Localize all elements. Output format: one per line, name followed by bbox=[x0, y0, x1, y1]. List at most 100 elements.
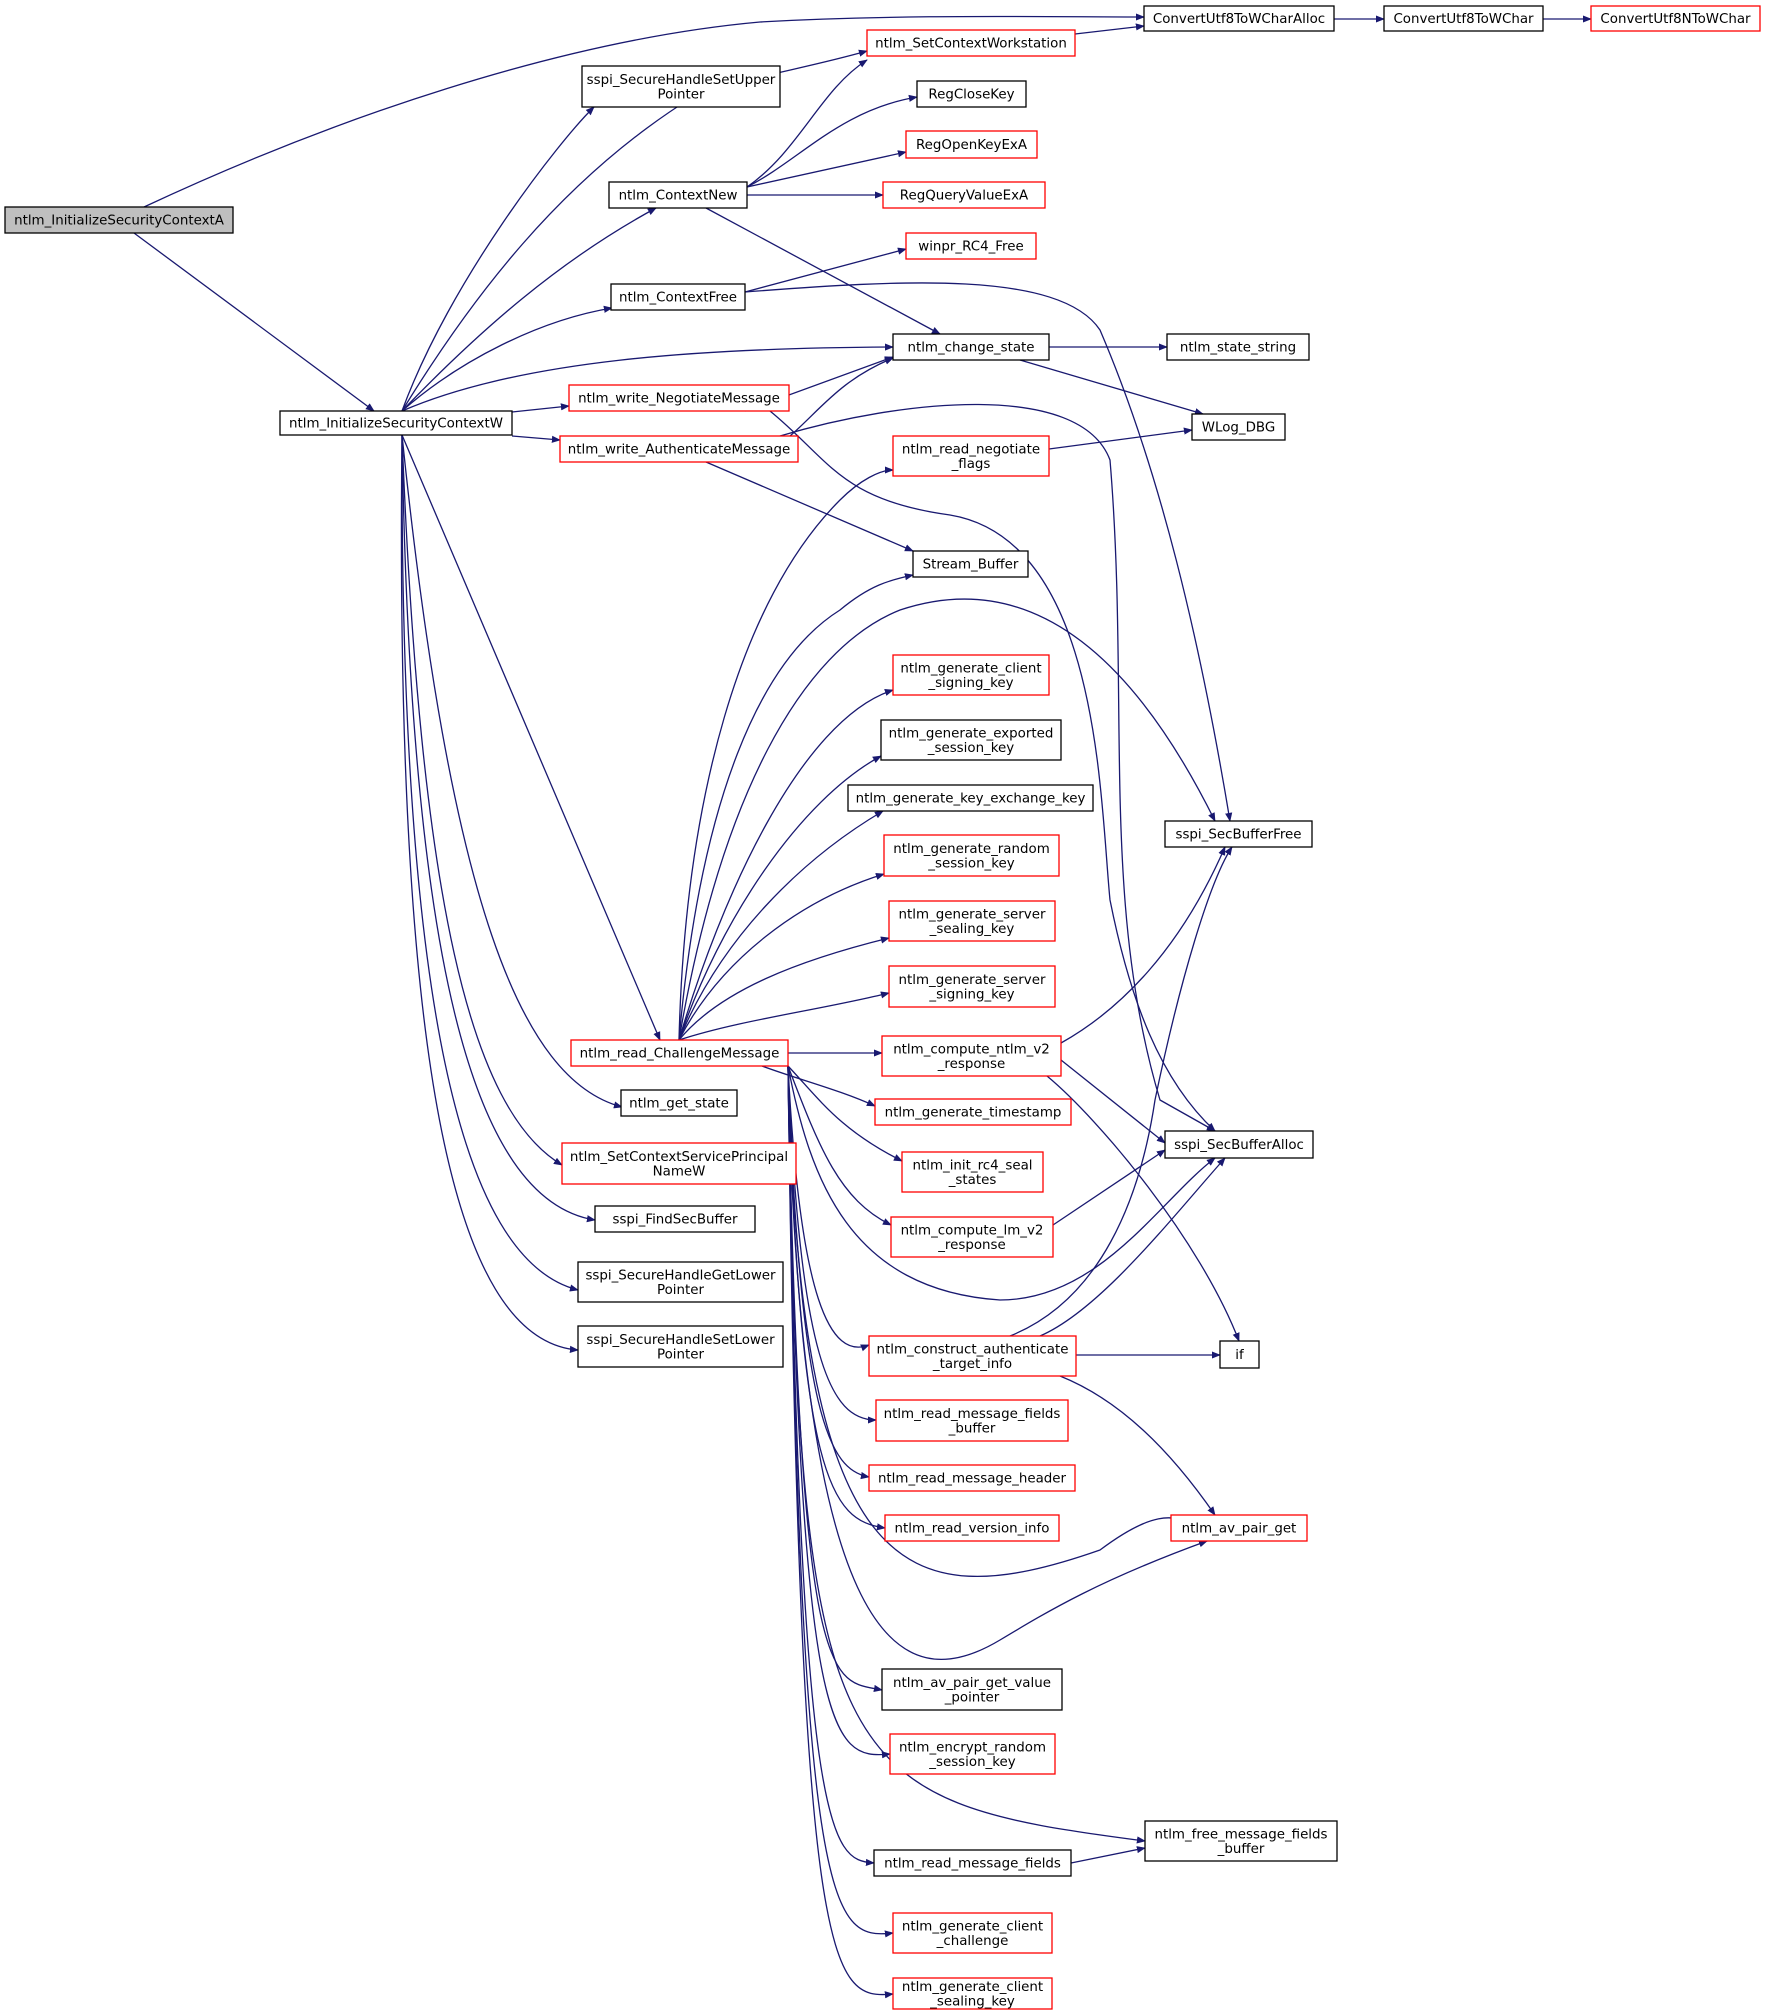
node-avget[interactable]: ntlm_av_pair_get bbox=[1170, 1514, 1308, 1542]
node-rchal[interactable]: ntlm_read_ChallengeMessage bbox=[570, 1039, 789, 1067]
node-box bbox=[1383, 5, 1544, 32]
node-box bbox=[577, 1261, 784, 1303]
node-ctxnew[interactable]: ntlm_ContextNew bbox=[608, 181, 748, 209]
node-setws[interactable]: ntlm_SetContextWorkstation bbox=[866, 29, 1076, 57]
node-label: ntlm_InitializeSecurityContextW bbox=[289, 417, 503, 432]
call-edge bbox=[678, 573, 914, 1041]
node-box bbox=[875, 1399, 1069, 1442]
node-label: ntlm_write_NegotiateMessage bbox=[578, 392, 780, 407]
node-findsb[interactable]: sspi_FindSecBuffer bbox=[594, 1205, 756, 1233]
node-cu8wc[interactable]: ConvertUtf8ToWChar bbox=[1383, 5, 1544, 32]
node-cu8wca[interactable]: ConvertUtf8ToWCharAlloc bbox=[1143, 5, 1335, 32]
node-label: ntlm_init_rc4_seal bbox=[913, 1158, 1033, 1173]
node-freemfb[interactable]: ntlm_free_message_fields_buffer bbox=[1144, 1820, 1338, 1862]
node-label: ntlm_free_message_fields bbox=[1154, 1827, 1327, 1842]
node-wauth[interactable]: ntlm_write_AuthenticateMessage bbox=[559, 435, 799, 463]
node-compv2[interactable]: ntlm_compute_ntlm_v2_response bbox=[881, 1035, 1062, 1077]
node-construct[interactable]: ntlm_construct_authenticate_target_info bbox=[868, 1335, 1077, 1377]
node-complm[interactable]: ntlm_compute_lm_v2_response bbox=[890, 1216, 1054, 1258]
node-rmfb[interactable]: ntlm_read_message_fields_buffer bbox=[875, 1399, 1069, 1442]
node-label: ntlm_generate_client bbox=[902, 1919, 1043, 1934]
call-edge bbox=[705, 461, 914, 552]
node-label: _session_key bbox=[927, 741, 1014, 756]
node-label: _pointer bbox=[944, 1690, 1000, 1705]
node-gexp[interactable]: ntlm_generate_exported_session_key bbox=[880, 719, 1062, 761]
node-root[interactable]: ntlm_InitializeSecurityContextA bbox=[4, 206, 234, 234]
node-box bbox=[892, 1912, 1053, 1954]
node-rc4free[interactable]: winpr_RC4_Free bbox=[905, 232, 1037, 260]
node-label: ntlm_generate_exported bbox=[889, 726, 1054, 741]
call-edge bbox=[1048, 427, 1193, 450]
node-label: ConvertUtf8NToWChar bbox=[1600, 12, 1751, 27]
node-box bbox=[892, 333, 1050, 361]
node-cu8nwc[interactable]: ConvertUtf8NToWChar bbox=[1590, 5, 1761, 32]
node-rmh[interactable]: ntlm_read_message_header bbox=[868, 1464, 1076, 1492]
node-gkex[interactable]: ntlm_generate_key_exchange_key bbox=[847, 784, 1094, 812]
call-edge bbox=[401, 434, 623, 1109]
node-gssign[interactable]: ntlm_generate_server_signing_key bbox=[888, 965, 1056, 1008]
node-label: _signing_key bbox=[927, 676, 1013, 691]
node-label: ntlm_generate_timestamp bbox=[885, 1106, 1062, 1121]
node-grand[interactable]: ntlm_generate_random_session_key bbox=[883, 834, 1060, 877]
node-label: Pointer bbox=[658, 87, 705, 102]
node-gcsign[interactable]: ntlm_generate_client_signing_key bbox=[892, 654, 1050, 696]
node-box bbox=[889, 1733, 1056, 1775]
node-rnegflags[interactable]: ntlm_read_negotiate_flags bbox=[892, 435, 1050, 477]
node-regquery[interactable]: RegQueryValueExA bbox=[882, 181, 1046, 209]
node-gsseal[interactable]: ntlm_generate_server_sealing_key bbox=[888, 900, 1056, 942]
node-label: ConvertUtf8ToWCharAlloc bbox=[1153, 12, 1325, 27]
node-box bbox=[561, 1142, 797, 1185]
node-box bbox=[882, 181, 1046, 209]
node-rmf[interactable]: ntlm_read_message_fields bbox=[873, 1849, 1072, 1877]
node-label: ntlm_InitializeSecurityContextA bbox=[14, 214, 225, 229]
node-sballoc[interactable]: sspi_SecBufferAlloc bbox=[1164, 1130, 1314, 1159]
node-label: Pointer bbox=[657, 1347, 704, 1362]
node-encrand[interactable]: ntlm_encrypt_random_session_key bbox=[889, 1733, 1056, 1775]
node-label: _sealing_key bbox=[929, 922, 1015, 937]
node-ctxfree[interactable]: ntlm_ContextFree bbox=[610, 283, 746, 311]
node-box bbox=[1191, 413, 1286, 441]
node-wneg[interactable]: ntlm_write_NegotiateMessage bbox=[568, 384, 790, 412]
node-gcchal[interactable]: ntlm_generate_client_challenge bbox=[892, 1912, 1053, 1954]
call-edge bbox=[744, 247, 907, 293]
node-initW[interactable]: ntlm_InitializeSecurityContextW bbox=[279, 410, 513, 436]
call-edge bbox=[678, 936, 890, 1041]
node-box bbox=[912, 550, 1029, 578]
node-regclose[interactable]: RegCloseKey bbox=[916, 80, 1027, 108]
node-avgvp[interactable]: ntlm_av_pair_get_value_pointer bbox=[881, 1668, 1063, 1711]
node-label: ntlm_state_string bbox=[1180, 341, 1296, 356]
node-gcseal[interactable]: ntlm_generate_client_sealing_key bbox=[892, 1977, 1053, 2010]
node-wlog[interactable]: WLog_DBG bbox=[1191, 413, 1286, 441]
node-label: _response bbox=[937, 1238, 1006, 1253]
node-if[interactable]: if bbox=[1219, 1340, 1260, 1369]
node-sbfree[interactable]: sspi_SecBufferFree bbox=[1164, 820, 1313, 848]
node-label: _flags bbox=[951, 457, 991, 472]
node-ststring[interactable]: ntlm_state_string bbox=[1166, 333, 1310, 361]
call-edge bbox=[787, 1065, 875, 1867]
node-initrc4[interactable]: ntlm_init_rc4_seal_states bbox=[901, 1151, 1044, 1193]
node-chstate[interactable]: ntlm_change_state bbox=[892, 333, 1050, 361]
node-box bbox=[594, 1205, 756, 1233]
node-label: sspi_SecBufferFree bbox=[1175, 828, 1301, 843]
node-label: WLog_DBG bbox=[1202, 421, 1276, 436]
node-label: sspi_SecureHandleSetLower bbox=[586, 1333, 775, 1348]
call-edge bbox=[1039, 1157, 1226, 1337]
node-label: _target_info bbox=[932, 1357, 1012, 1372]
node-box bbox=[874, 1098, 1072, 1126]
node-regopen[interactable]: RegOpenKeyExA bbox=[905, 130, 1038, 159]
node-rvi[interactable]: ntlm_read_version_info bbox=[884, 1514, 1060, 1542]
call-edge bbox=[401, 49, 868, 412]
call-edge bbox=[787, 1065, 1216, 1301]
node-label: ntlm_read_version_info bbox=[895, 1522, 1050, 1537]
node-box bbox=[1144, 1820, 1338, 1862]
call-edge bbox=[1060, 846, 1226, 1044]
node-gts[interactable]: ntlm_generate_timestamp bbox=[874, 1098, 1072, 1126]
node-label: _session_key bbox=[927, 856, 1014, 871]
node-label: ntlm_SetContextServicePrincipal bbox=[570, 1150, 788, 1165]
node-streambuf[interactable]: Stream_Buffer bbox=[912, 550, 1029, 578]
node-getstate[interactable]: ntlm_get_state bbox=[620, 1089, 738, 1117]
